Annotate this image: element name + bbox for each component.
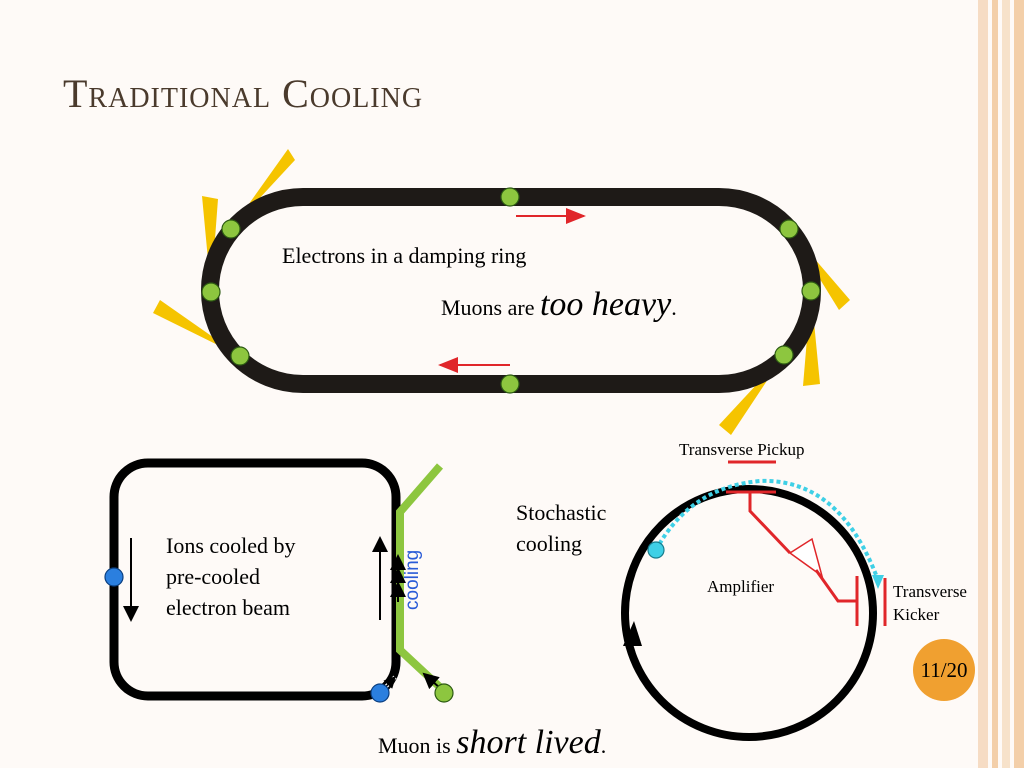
note-emphasis: too heavy (539, 286, 672, 323)
edge-stripe-1 (978, 0, 988, 768)
storage-ring (621, 485, 877, 741)
footer-emphasis: short lived (456, 724, 601, 761)
electron-cooling-caption-line-1: Ions cooled by (166, 533, 296, 558)
damping-ring-diagram (153, 149, 850, 435)
particle-node (647, 541, 665, 559)
synchrotron-light-fan (202, 196, 218, 292)
magnet-node (774, 345, 794, 365)
kicker-label-line-1: Transverse (893, 582, 967, 601)
edge-stripe-3 (1002, 0, 1010, 768)
trajectory-arrow (872, 575, 884, 589)
blue-node (370, 683, 390, 703)
magnet-node (201, 282, 221, 302)
stochastic-caption-line-2: cooling (516, 531, 582, 556)
ring-direction-arrow (623, 621, 642, 646)
edge-stripe-4 (1014, 0, 1024, 768)
green-node (434, 683, 454, 703)
footer-prefix: Muon is (378, 733, 457, 758)
page-number-badge (913, 639, 975, 701)
magnet-node (801, 281, 821, 301)
muon-short-lived-note: Muon is short lived. (378, 724, 606, 762)
synchrotron-light-fan (803, 291, 820, 386)
signal-line (814, 569, 857, 603)
particle-trajectory (654, 478, 880, 581)
cooling-beam-label: cooling (402, 549, 423, 610)
electron-cooling-diagram (104, 458, 454, 703)
page-number: 11/20 (920, 658, 968, 682)
damping-ring-caption: Electrons in a damping ring (282, 243, 527, 268)
note-suffix: . (671, 295, 677, 320)
signal-line (748, 492, 792, 555)
muons-too-heavy-note: Muons are too heavy. (441, 286, 677, 324)
electron-arrow (422, 672, 441, 690)
amplifier-symbol (788, 537, 824, 578)
amplifier-label: Amplifier (707, 577, 775, 596)
slide-title: Traditional Cooling (63, 71, 424, 116)
pickup-label: Transverse Pickup (679, 440, 805, 459)
stochastic-caption-line-1: Stochastic (516, 500, 607, 525)
kicker-label-line-2: Kicker (893, 605, 940, 624)
magnet-node (500, 187, 520, 207)
magnet-node (221, 219, 241, 239)
electron-cooling-caption-line-2: pre-cooled (166, 564, 261, 589)
footer-suffix: . (600, 733, 607, 758)
blue-node (104, 567, 124, 587)
magnet-node (230, 346, 250, 366)
magnet-node (779, 219, 799, 239)
note-prefix: Muons are (441, 295, 540, 320)
electron-cooling-caption-line-3: electron beam (166, 595, 290, 620)
stochastic-cooling-diagram (621, 460, 887, 741)
edge-stripe-2 (992, 0, 998, 768)
magnet-node (500, 374, 520, 394)
